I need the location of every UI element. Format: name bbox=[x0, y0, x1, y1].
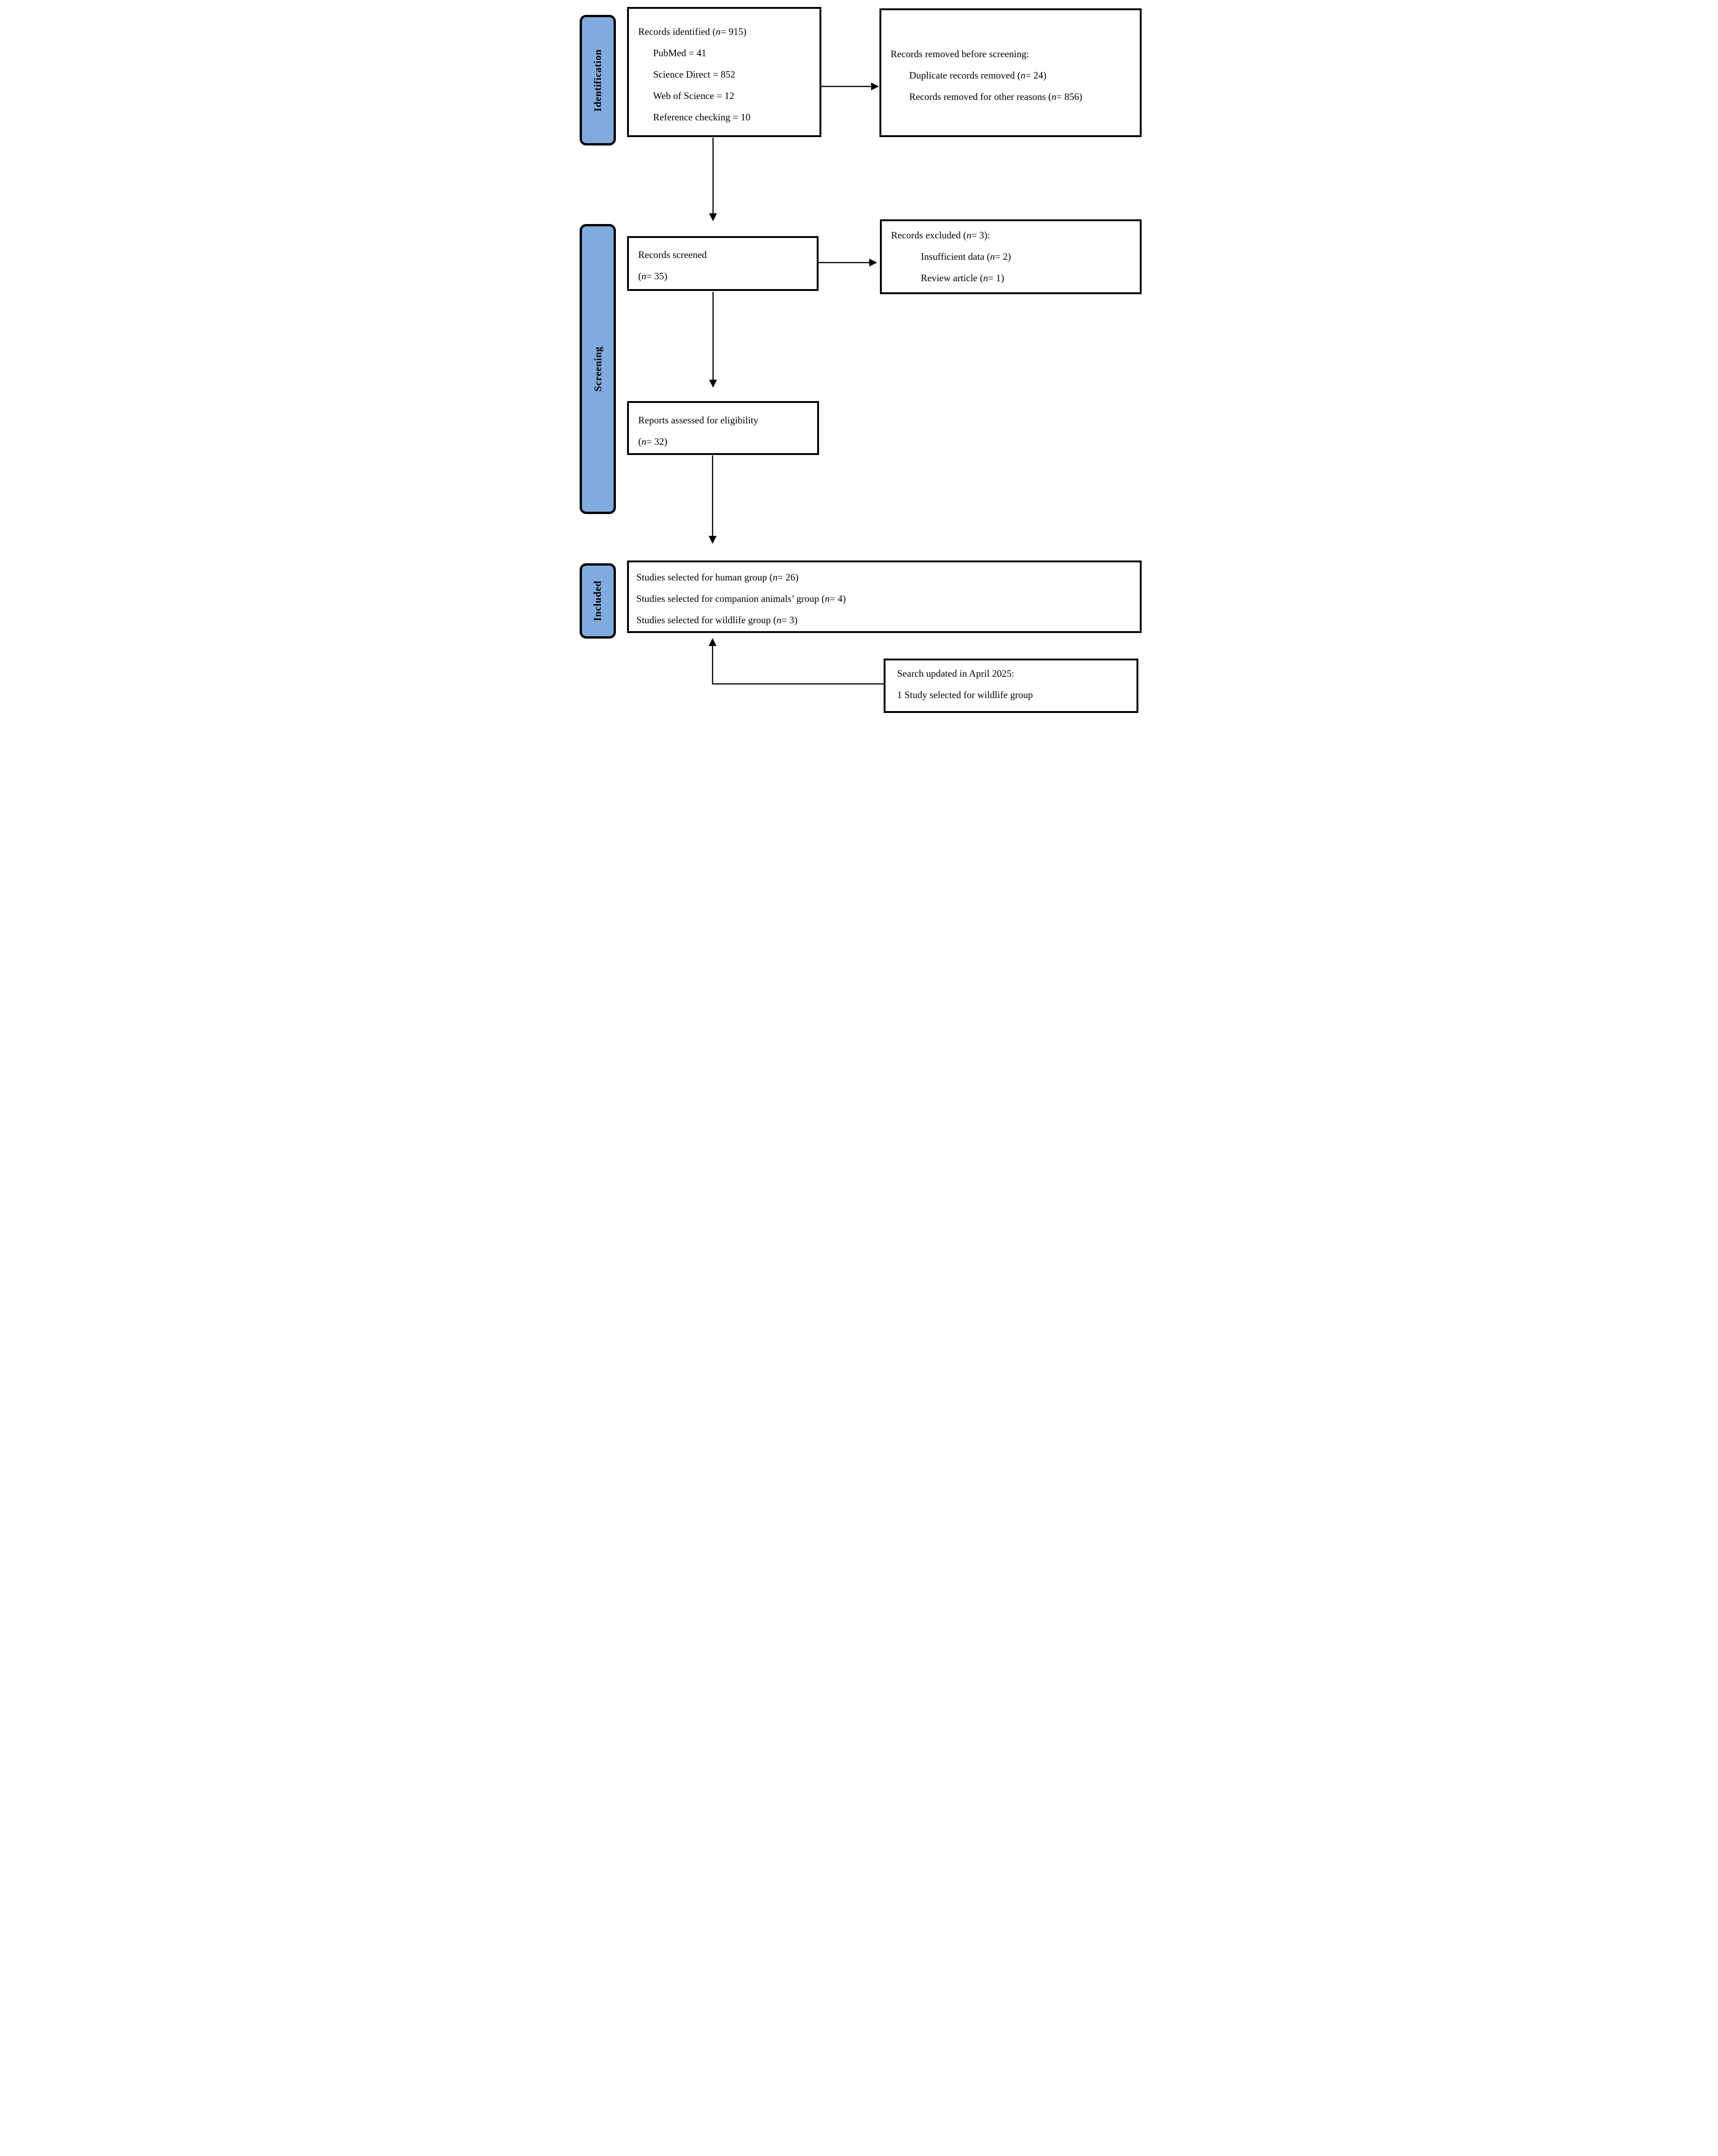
records-screened-line2: (n = 35) bbox=[638, 270, 667, 282]
studies-included-item: Studies selected for companion animals’ … bbox=[636, 593, 846, 604]
box-records-identified: Records identified (n = 915) PubMed = 41… bbox=[627, 7, 821, 137]
arrow-assessed-to-included bbox=[708, 455, 717, 544]
stage-label-identification: Identification bbox=[580, 15, 616, 145]
records-identified-item: Reference checking = 10 bbox=[653, 111, 751, 123]
records-identified-item: Web of Science = 12 bbox=[653, 90, 734, 101]
records-excluded-item: Review article (n = 1) bbox=[921, 272, 1004, 284]
stage-label-included: Included bbox=[580, 563, 616, 639]
search-update-line2: 1 Study selected for wildlife group bbox=[897, 689, 1033, 700]
records-removed-title: Records removed before screening: bbox=[891, 48, 1029, 59]
box-records-screened: Records screened (n = 35) bbox=[627, 236, 819, 291]
box-search-update: Search updated in April 2025: 1 Study se… bbox=[884, 659, 1138, 713]
studies-included-item: Studies selected for wildlife group (n =… bbox=[636, 614, 798, 626]
studies-included-item: Studies selected for human group (n = 26… bbox=[636, 571, 799, 583]
stage-label-screening: Screening bbox=[580, 224, 616, 514]
records-removed-item: Duplicate records removed (n = 24) bbox=[909, 69, 1047, 81]
arrow-update-to-included bbox=[708, 638, 884, 685]
arrow-identified-to-screened bbox=[709, 138, 717, 221]
reports-assessed-line1: Reports assessed for eligibility bbox=[638, 414, 759, 426]
records-removed-item: Records removed for other reasons (n = 8… bbox=[909, 91, 1083, 102]
stage-label-identification-text: Identification bbox=[592, 49, 603, 112]
arrow-identified-to-removed bbox=[821, 82, 879, 91]
arrow-screened-to-assessed bbox=[709, 292, 717, 388]
records-screened-line1: Records screened bbox=[638, 249, 707, 260]
box-studies-included: Studies selected for human group (n = 26… bbox=[627, 560, 1142, 633]
records-excluded-item: Insufficient data (n = 2) bbox=[921, 251, 1011, 262]
records-excluded-title: Records excluded (n = 3): bbox=[891, 229, 991, 241]
box-records-removed: Records removed before screening: Duplic… bbox=[879, 8, 1142, 137]
records-identified-item: Science Direct = 852 bbox=[653, 68, 735, 80]
prisma-flow-diagram: Identification Screening Included Record… bbox=[573, 0, 1145, 719]
records-identified-title: Records identified (n = 915) bbox=[638, 26, 747, 37]
stage-label-included-text: Included bbox=[592, 580, 603, 621]
box-records-excluded: Records excluded (n = 3): Insufficient d… bbox=[880, 219, 1142, 294]
reports-assessed-line2: (n = 32) bbox=[638, 435, 667, 447]
search-update-line1: Search updated in April 2025: bbox=[897, 667, 1014, 679]
stage-label-screening-text: Screening bbox=[592, 346, 604, 392]
records-identified-item: PubMed = 41 bbox=[653, 47, 707, 59]
box-reports-assessed: Reports assessed for eligibility (n = 32… bbox=[627, 401, 819, 455]
arrow-screened-to-excluded bbox=[819, 258, 877, 267]
